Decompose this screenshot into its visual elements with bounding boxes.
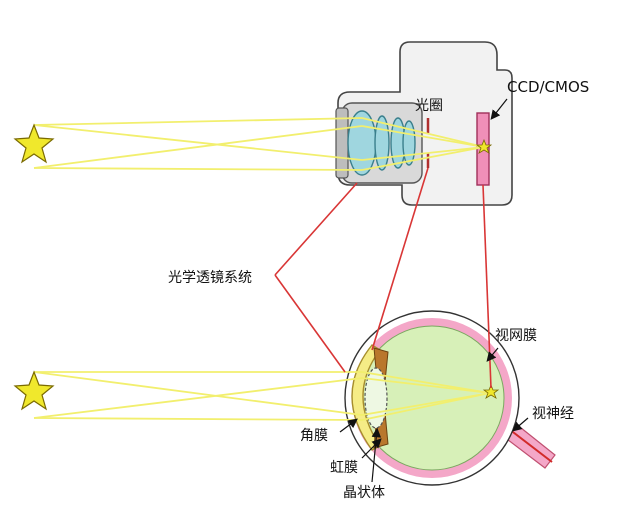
- eye-icon: [344, 310, 556, 486]
- label-aperture: 光圈: [415, 98, 443, 114]
- label-iris: 虹膜: [330, 460, 358, 476]
- camera-icon: [335, 41, 513, 206]
- label-crystalline-lens: 晶状体: [343, 485, 385, 501]
- star-icon: [482, 383, 500, 399]
- camera-rays: [33, 117, 485, 171]
- star-icon: [13, 123, 55, 164]
- label-optic-nerve: 视神经: [532, 406, 574, 422]
- star-icon: [475, 138, 493, 154]
- label-sensor: CCD/CMOS: [507, 78, 589, 96]
- label-retina: 视网膜: [495, 328, 537, 344]
- eye-rays: [33, 371, 491, 421]
- label-pointers: [339, 98, 529, 483]
- label-lens-system: 光学透镜系统: [168, 270, 252, 286]
- label-cornea: 角膜: [300, 428, 328, 444]
- star-icon: [13, 370, 55, 411]
